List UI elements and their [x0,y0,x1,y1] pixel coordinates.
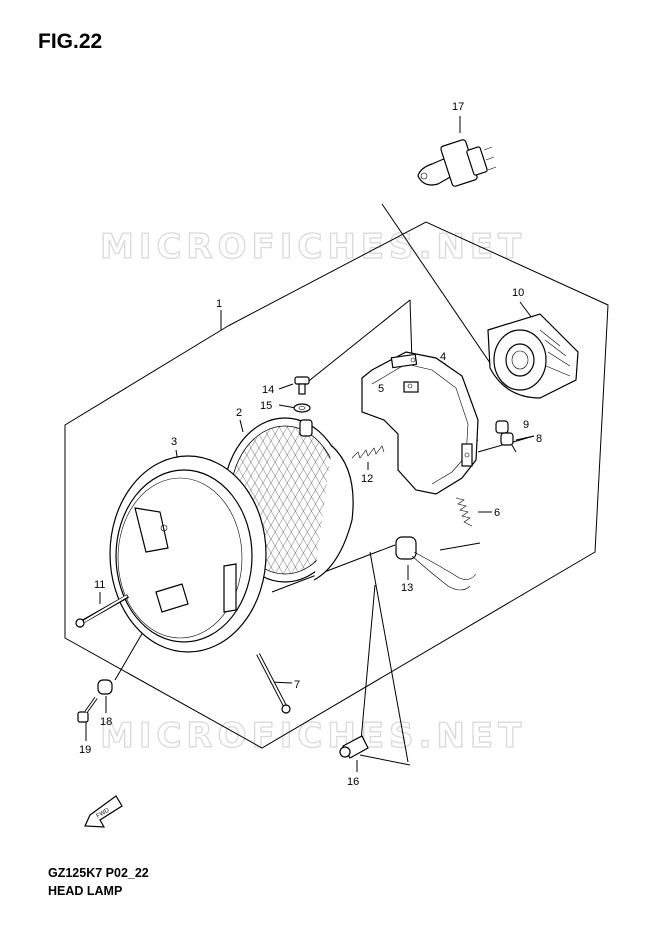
model-code: GZ125K7 P02_22 [48,866,149,880]
callout-6: 6 [494,507,500,519]
assembly-outline [64,221,609,749]
bulb-part-16 [339,735,369,759]
callout-12: 12 [361,473,373,485]
socket-cover-part-10 [487,313,579,399]
callout-16: 16 [347,776,359,788]
page-title: FIG.22 [38,30,103,53]
bracket-part-4 [361,351,479,495]
callout-7: 7 [294,679,300,691]
screw-part-11 [75,594,129,628]
callout-2: 2 [236,407,242,419]
callout-13: 13 [401,582,413,594]
callout-14: 14 [262,384,274,396]
bulb-part-17 [417,139,497,187]
watermark-bottom: MICROFICHES.NET [100,716,526,756]
collar-part-18 [97,679,113,695]
callout-17: 17 [452,101,464,113]
callout-8: 8 [536,433,542,445]
spring-part-6 [455,497,473,527]
cap-part-8 [500,432,514,446]
callout-4: 4 [440,351,446,363]
callout-10: 10 [512,287,524,299]
cap-part-9 [495,420,509,434]
callout-11: 11 [94,579,105,591]
screw-part-14 [294,376,310,395]
rim-part-3 [109,455,267,653]
fwd-arrow-icon: FWD [84,795,123,828]
callout-5: 5 [378,383,384,395]
callout-labels: 1 2 3 4 5 6 7 8 9 10 11 12 13 14 15 16 1… [79,101,542,788]
callout-9: 9 [523,419,529,431]
socket-part-13 [395,536,477,591]
callout-19: 19 [79,744,91,756]
callout-18: 18 [100,716,112,728]
callout-3: 3 [171,436,177,448]
watermark-top: MICROFICHES.NET [100,227,526,267]
section-name: HEAD LAMP [48,884,123,898]
bolt-part-19 [77,696,98,723]
screw-part-7 [256,653,291,714]
washer-part-15 [293,403,311,413]
spring-part-12 [351,445,385,459]
callout-15: 15 [260,400,272,412]
callout-1: 1 [216,298,222,310]
